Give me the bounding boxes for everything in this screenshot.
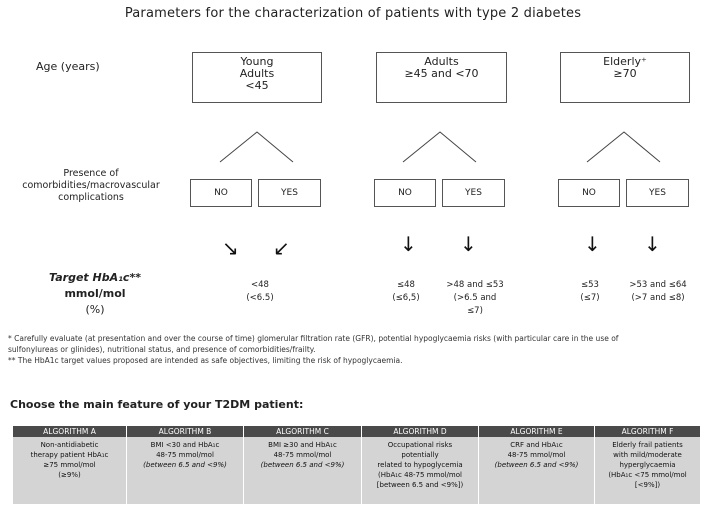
no-box-adults: NO bbox=[374, 179, 436, 207]
age-row-label: Age (years) bbox=[36, 60, 100, 73]
arrow-down-right-icon: ↘ bbox=[222, 236, 239, 260]
algorithm-title: ALGORITHM D bbox=[362, 426, 478, 437]
footnote-line: sulfonylureas or glinides), nutritional … bbox=[8, 345, 316, 354]
footnote-line: ** The HbA1c target values proposed are … bbox=[8, 356, 403, 365]
arrow-down-icon: ↓ bbox=[644, 232, 661, 256]
algorithm-description: BMI ≥30 and HbA₁c 48-75 mmol/mol (betwee… bbox=[244, 437, 361, 470]
no-box-young: NO bbox=[190, 179, 252, 207]
algorithm-title: ALGORITHM E bbox=[479, 426, 594, 437]
age-box-line: Elderly⁺ bbox=[603, 55, 647, 68]
algorithm-title: ALGORITHM C bbox=[244, 426, 361, 437]
algorithm-a-card[interactable]: ALGORITHM A Non-antidiabetic therapy pat… bbox=[12, 426, 126, 504]
algorithm-line: BMI ≥30 and HbA₁c bbox=[268, 441, 337, 449]
target-value-line: ≤48 bbox=[397, 280, 415, 290]
presence-label: Presence of comorbidities/macrovascular … bbox=[12, 168, 170, 204]
age-box-line: Young bbox=[240, 55, 274, 68]
algorithm-line: (between 6.5 and <9%) bbox=[494, 461, 579, 469]
algorithm-description: BMI <30 and HbA₁c 48-75 mmol/mol (betwee… bbox=[127, 437, 243, 470]
algorithm-line: BMI <30 and HbA₁c bbox=[150, 441, 220, 449]
footnotes: * Carefully evaluate (at presentation an… bbox=[8, 333, 704, 366]
target-value-adults-no: ≤48 (≤6,5) bbox=[378, 279, 434, 305]
target-value-line: ≤7) bbox=[467, 306, 483, 316]
algorithm-b-card[interactable]: ALGORITHM B BMI <30 and HbA₁c 48-75 mmol… bbox=[126, 426, 243, 504]
target-value-line: ≤53 bbox=[581, 280, 599, 290]
algorithm-description: Elderly frail patients with mild/moderat… bbox=[595, 437, 700, 490]
algorithm-description: Non-antidiabetic therapy patient HbA₁c ≥… bbox=[13, 437, 126, 480]
algorithm-line: Occupational risks bbox=[387, 441, 453, 449]
age-box-line: ≥70 bbox=[613, 67, 637, 80]
target-value-line: (≤7) bbox=[580, 293, 600, 303]
target-value-elderly-yes: >53 and ≤64 (>7 and ≤8) bbox=[614, 279, 702, 305]
presence-label-line: complications bbox=[58, 192, 124, 203]
algorithm-line: CRF and HbA₁c bbox=[510, 441, 563, 449]
branch-chevron-young bbox=[219, 131, 294, 163]
age-box-line: Adults bbox=[424, 55, 459, 68]
target-value-line: >53 and ≤64 bbox=[629, 280, 687, 290]
arrow-down-icon: ↓ bbox=[400, 232, 417, 256]
algorithm-line: Non-antidiabetic bbox=[40, 441, 99, 449]
target-value-line: (>6.5 and bbox=[453, 293, 497, 303]
target-hba1c-label: Target HbA₁c** mmol/mol (%) bbox=[24, 270, 166, 318]
arrow-down-icon: ↓ bbox=[460, 232, 477, 256]
algorithm-line: 48-75 mmol/mol bbox=[507, 451, 566, 459]
footnote-line: * Carefully evaluate (at presentation an… bbox=[8, 334, 619, 343]
algorithm-d-card[interactable]: ALGORITHM D Occupational risks potential… bbox=[361, 426, 478, 504]
algorithm-line: 48-75 mmol/mol bbox=[273, 451, 332, 459]
branch-chevron-adults bbox=[402, 131, 477, 163]
age-box-adults: Adults ≥45 and <70 bbox=[376, 52, 507, 103]
branch-chevron-elderly bbox=[586, 131, 661, 163]
algorithm-line: (between 6.5 and <9%) bbox=[143, 461, 227, 469]
presence-label-line: comorbidities/macrovascular bbox=[22, 180, 160, 191]
target-value-line: (>7 and ≤8) bbox=[631, 293, 685, 303]
age-box-line: ≥45 and <70 bbox=[404, 67, 479, 80]
algorithm-line: related to hypoglycemia bbox=[377, 461, 463, 469]
target-value-young: <48 (<6.5) bbox=[225, 279, 295, 305]
yes-box-elderly: YES bbox=[626, 179, 689, 207]
target-label-line: Target HbA₁c** bbox=[49, 271, 141, 284]
algorithm-title: ALGORITHM B bbox=[127, 426, 243, 437]
algorithm-line: (≥9%) bbox=[58, 471, 81, 479]
algorithm-description: CRF and HbA₁c 48-75 mmol/mol (between 6.… bbox=[479, 437, 594, 470]
algorithm-line: (between 6.5 and <9%) bbox=[260, 461, 345, 469]
arrow-down-icon: ↓ bbox=[584, 232, 601, 256]
algorithm-title: ALGORITHM A bbox=[13, 426, 126, 437]
target-value-elderly-no: ≤53 (≤7) bbox=[562, 279, 618, 305]
algorithm-line: [<9%]) bbox=[634, 481, 661, 489]
algorithm-line: potentially bbox=[401, 451, 439, 459]
algorithm-description: Occupational risks potentially related t… bbox=[362, 437, 478, 490]
algorithm-line: ≥75 mmol/mol bbox=[43, 461, 96, 469]
algorithm-f-card[interactable]: ALGORITHM F Elderly frail patients with … bbox=[594, 426, 700, 504]
target-label-line: (%) bbox=[85, 303, 105, 316]
algorithm-e-card[interactable]: ALGORITHM E CRF and HbA₁c 48-75 mmol/mol… bbox=[478, 426, 594, 504]
algorithm-title: ALGORITHM F bbox=[595, 426, 700, 437]
no-box-elderly: NO bbox=[558, 179, 620, 207]
algorithm-c-card[interactable]: ALGORITHM C BMI ≥30 and HbA₁c 48-75 mmol… bbox=[243, 426, 361, 504]
age-box-line: Adults bbox=[239, 67, 275, 80]
presence-label-line: Presence of bbox=[63, 168, 119, 179]
target-value-adults-yes: >48 and ≤53 (>6.5 and ≤7) bbox=[432, 279, 518, 318]
algorithm-line: therapy patient HbA₁c bbox=[30, 451, 109, 459]
target-value-line: (≤6,5) bbox=[392, 293, 420, 303]
target-value-line: >48 and ≤53 bbox=[446, 280, 504, 290]
target-value-line: (<6.5) bbox=[246, 293, 274, 303]
algorithm-line: (HbA₁c 48-75 mmol/mol bbox=[378, 471, 462, 479]
yes-box-adults: YES bbox=[442, 179, 505, 207]
age-box-young-adults: Young Adults <45 bbox=[192, 52, 322, 103]
algorithm-line: Elderly frail patients bbox=[612, 441, 683, 449]
algorithm-line: with mild/moderate bbox=[613, 451, 682, 459]
target-value-line: <48 bbox=[251, 280, 269, 290]
algorithm-line: 48-75 mmol/mol bbox=[156, 451, 214, 459]
yes-box-young: YES bbox=[258, 179, 321, 207]
age-box-line: <45 bbox=[245, 79, 269, 92]
page-title: Parameters for the characterization of p… bbox=[124, 6, 582, 21]
arrow-down-left-icon: ↙ bbox=[273, 236, 290, 260]
algorithm-line: hyperglycaemia bbox=[619, 461, 676, 469]
target-label-line: mmol/mol bbox=[64, 287, 126, 300]
algorithm-line: [between 6.5 and <9%]) bbox=[376, 481, 464, 489]
age-box-elderly: Elderly⁺ ≥70 bbox=[560, 52, 690, 103]
algorithm-line: (HbA₁c <75 mmol/mol bbox=[608, 471, 687, 479]
choose-feature-label: Choose the main feature of your T2DM pat… bbox=[10, 398, 304, 411]
